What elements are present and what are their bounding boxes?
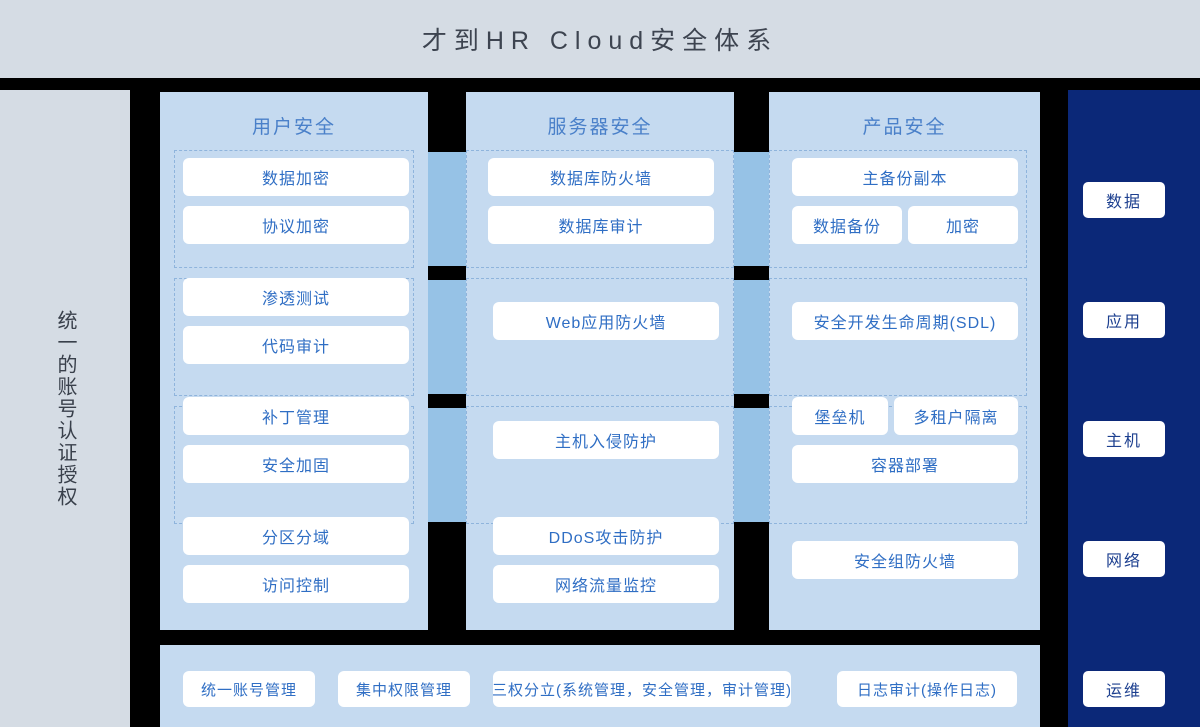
- card-patch-management[interactable]: 补丁管理: [183, 397, 409, 435]
- card-protocol-encryption[interactable]: 协议加密: [183, 206, 409, 244]
- connector-row3-right: [734, 408, 769, 522]
- card-security-hardening[interactable]: 安全加固: [183, 445, 409, 483]
- page-header: 才到HR Cloud安全体系: [0, 0, 1200, 78]
- connector-row1-left: [428, 152, 466, 266]
- right-rail-layers: 数据 应用 主机 网络 运维: [1068, 90, 1200, 727]
- layer-chip-host[interactable]: 主机: [1083, 421, 1165, 457]
- connector-row2-left: [428, 280, 466, 394]
- layer-chip-network[interactable]: 网络: [1083, 541, 1165, 577]
- card-container-deployment[interactable]: 容器部署: [792, 445, 1018, 483]
- card-access-control[interactable]: 访问控制: [183, 565, 409, 603]
- left-rail-label: 统一的账号认证授权: [54, 309, 76, 508]
- column-title-product-security: 产品安全: [862, 117, 947, 138]
- card-centralized-permission-management[interactable]: 集中权限管理: [338, 671, 470, 707]
- connector-row1-right: [734, 152, 769, 266]
- left-rail-unified-account: 统一的账号认证授权: [0, 90, 130, 727]
- card-penetration-test[interactable]: 渗透测试: [183, 278, 409, 316]
- card-ddos-protection[interactable]: DDoS攻击防护: [493, 517, 719, 555]
- card-unified-account-management[interactable]: 统一账号管理: [183, 671, 315, 707]
- card-host-intrusion-protection[interactable]: 主机入侵防护: [493, 421, 719, 459]
- card-primary-backup-replica[interactable]: 主备份副本: [792, 158, 1018, 196]
- card-bastion-host[interactable]: 堡垒机: [792, 397, 888, 435]
- security-board: 用户安全 服务器安全 产品安全 数据加密 协议加密 数据库防火墙 数据库审计: [160, 92, 1040, 630]
- card-code-audit[interactable]: 代码审计: [183, 326, 409, 364]
- page-title: 才到HR Cloud安全体系: [421, 27, 779, 55]
- card-db-audit[interactable]: 数据库审计: [488, 206, 714, 244]
- layer-chip-application[interactable]: 应用: [1083, 302, 1165, 338]
- card-data-encryption[interactable]: 数据加密: [183, 158, 409, 196]
- layer-chip-ops[interactable]: 运维: [1083, 671, 1165, 707]
- card-encryption[interactable]: 加密: [908, 206, 1018, 244]
- card-web-application-firewall[interactable]: Web应用防火墙: [493, 302, 719, 340]
- card-log-audit[interactable]: 日志审计(操作日志): [837, 671, 1017, 707]
- card-data-backup[interactable]: 数据备份: [792, 206, 902, 244]
- bottom-ops-strip: 统一账号管理 集中权限管理 三权分立(系统管理，安全管理，审计管理) 日志审计(…: [160, 645, 1040, 727]
- card-sdl[interactable]: 安全开发生命周期(SDL): [792, 302, 1018, 340]
- card-network-traffic-monitor[interactable]: 网络流量监控: [493, 565, 719, 603]
- card-separation-of-three-powers[interactable]: 三权分立(系统管理，安全管理，审计管理): [492, 671, 791, 707]
- layer-chip-data[interactable]: 数据: [1083, 182, 1165, 218]
- connector-row3-left: [428, 408, 466, 522]
- card-security-group-firewall[interactable]: 安全组防火墙: [792, 541, 1018, 579]
- connector-row2-right: [734, 280, 769, 394]
- card-multi-tenant-isolation[interactable]: 多租户隔离: [894, 397, 1018, 435]
- card-db-firewall[interactable]: 数据库防火墙: [488, 158, 714, 196]
- column-title-server-security: 服务器安全: [547, 117, 653, 138]
- card-partition-zoning[interactable]: 分区分域: [183, 517, 409, 555]
- column-title-user-security: 用户安全: [251, 117, 336, 138]
